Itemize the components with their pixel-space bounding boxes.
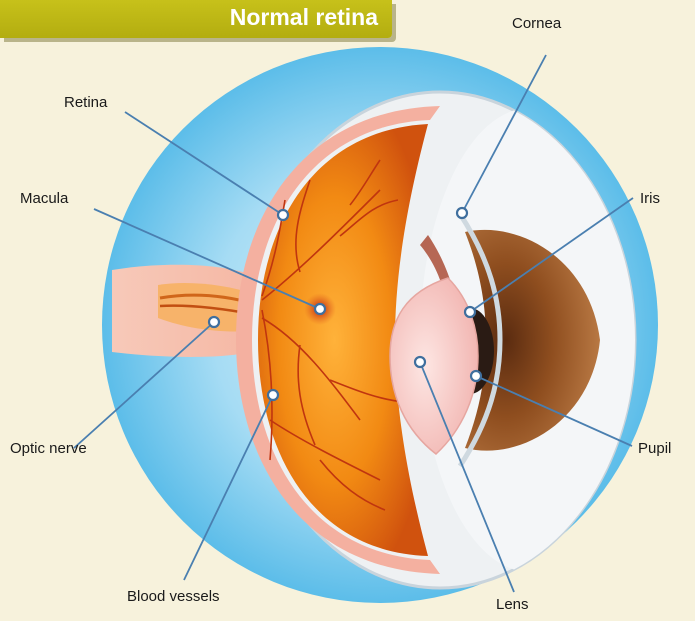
retina-marker	[278, 210, 288, 220]
pupil-marker	[471, 371, 481, 381]
lens-marker	[415, 357, 425, 367]
label-optic-nerve: Optic nerve	[10, 440, 87, 457]
iris-marker	[465, 307, 475, 317]
label-macula: Macula	[20, 190, 68, 207]
label-cornea: Cornea	[512, 15, 561, 32]
title-banner: Normal retina	[0, 0, 392, 38]
optic-nerve-marker	[209, 317, 219, 327]
macula-marker	[315, 304, 325, 314]
cornea-marker	[457, 208, 467, 218]
label-iris: Iris	[640, 190, 660, 207]
diagram-title: Normal retina	[230, 4, 378, 31]
label-retina: Retina	[64, 94, 107, 111]
label-pupil: Pupil	[638, 440, 671, 457]
label-lens: Lens	[496, 596, 529, 613]
blood-vessels-marker	[268, 390, 278, 400]
label-blood-vessels: Blood vessels	[127, 588, 220, 605]
